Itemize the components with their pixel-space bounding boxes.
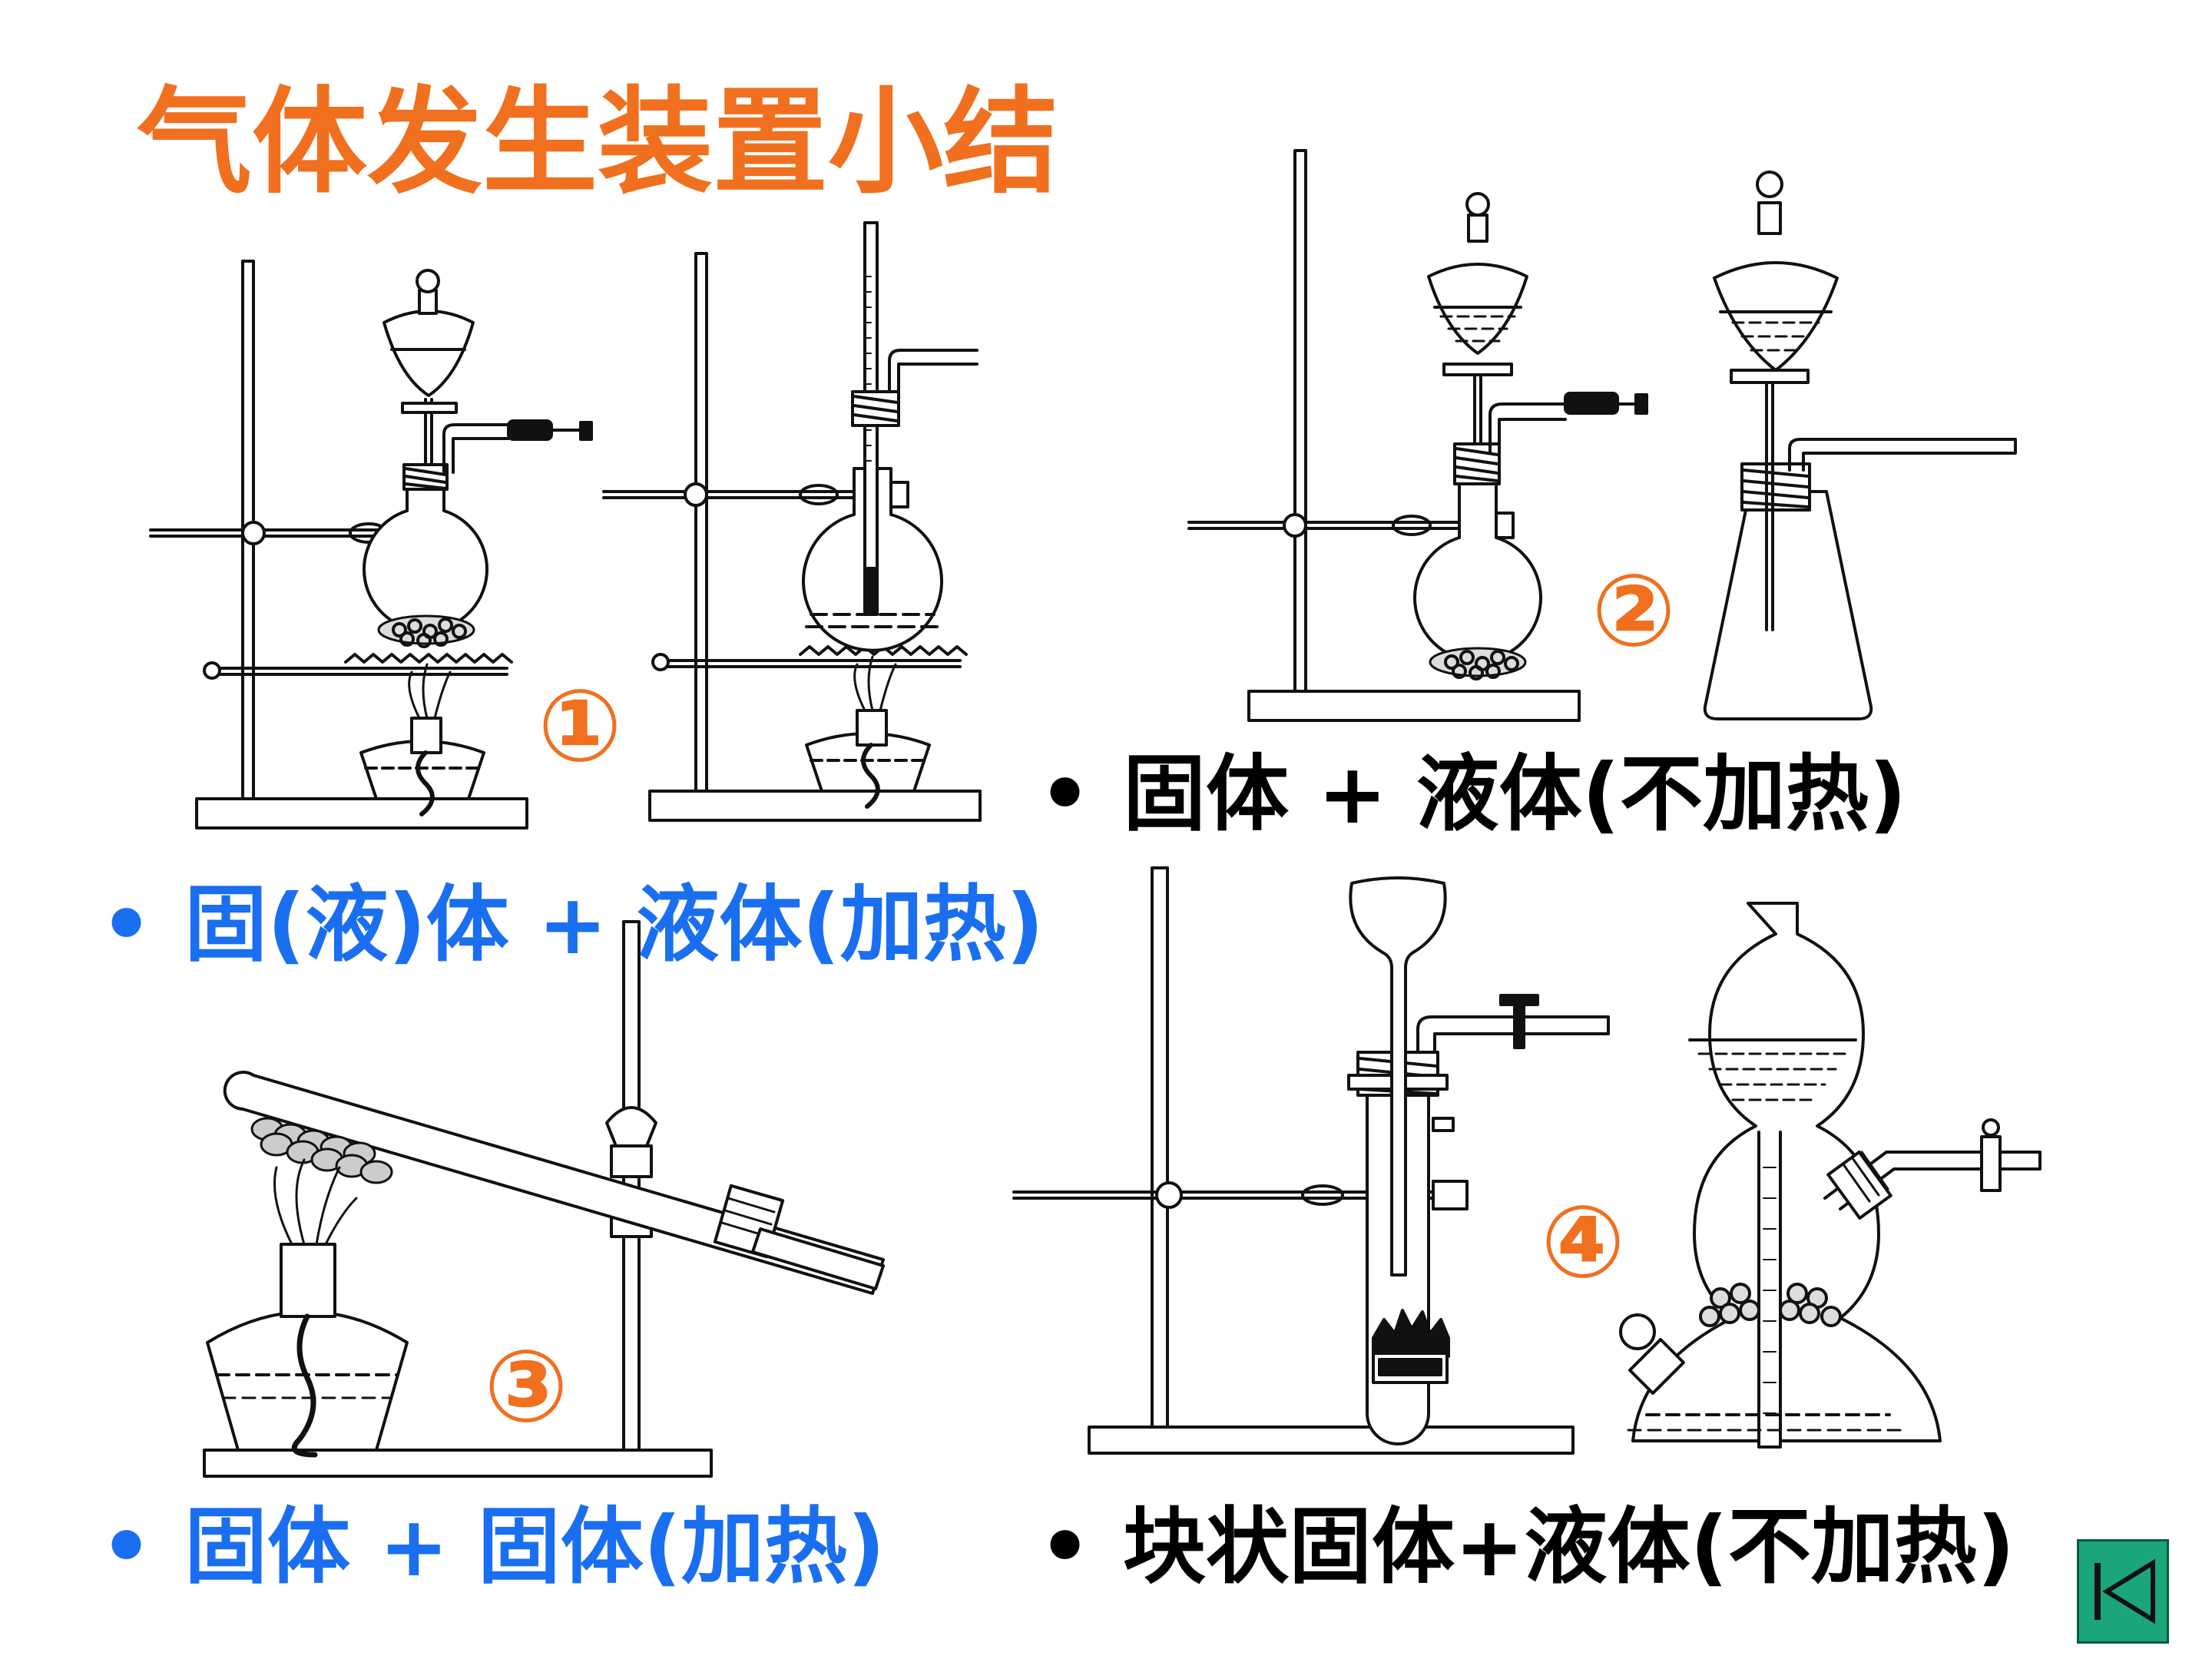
caption-2: • 固体 + 液体(不加热) [1038, 745, 1906, 845]
apparatus-1b-heated-flask-thermometer [602, 221, 982, 822]
first-slide-button[interactable] [2077, 1539, 2169, 1644]
slide-title: 气体发生装置小结 [137, 76, 1059, 210]
apparatus-4b-kipps-generator [1619, 902, 2041, 1449]
label-number-2: ② [1591, 552, 1677, 669]
caption-4: • 块状固体+液体(不加热) [1038, 1498, 2015, 1598]
caption-bullet: • [100, 877, 154, 973]
apparatus-2b-conical-flask [1703, 171, 2017, 720]
caption-3: • 固体 + 固体(加热) [100, 1498, 885, 1598]
label-number-4: ④ [1541, 1184, 1626, 1300]
caption-4-text: 块状固体+液体(不加热) [1123, 1499, 2015, 1595]
caption-3-text: 固体 + 固体(加热) [184, 1499, 886, 1595]
apparatus-4a-test-tube-with-funnel [1012, 866, 1610, 1455]
apparatus-1a-heated-flask [149, 260, 593, 830]
apparatus-3-heated-test-tube [203, 920, 885, 1478]
caption-1: • 固(液)体 + 液体(加热) [100, 876, 1044, 975]
apparatus-2a-flask-separatory-funnel [1187, 149, 1648, 722]
caption-1-text: 固(液)体 + 液体(加热) [184, 877, 1045, 973]
label-number-1: ① [538, 667, 623, 784]
label-number-3: ③ [484, 1328, 569, 1445]
caption-bullet: • [1038, 1499, 1092, 1595]
caption-2-text: 固体 + 液体(不加热) [1123, 747, 1907, 843]
caption-bullet: • [100, 1499, 154, 1595]
caption-bullet: • [1038, 747, 1092, 843]
skip-to-first-icon [2094, 1558, 2155, 1624]
